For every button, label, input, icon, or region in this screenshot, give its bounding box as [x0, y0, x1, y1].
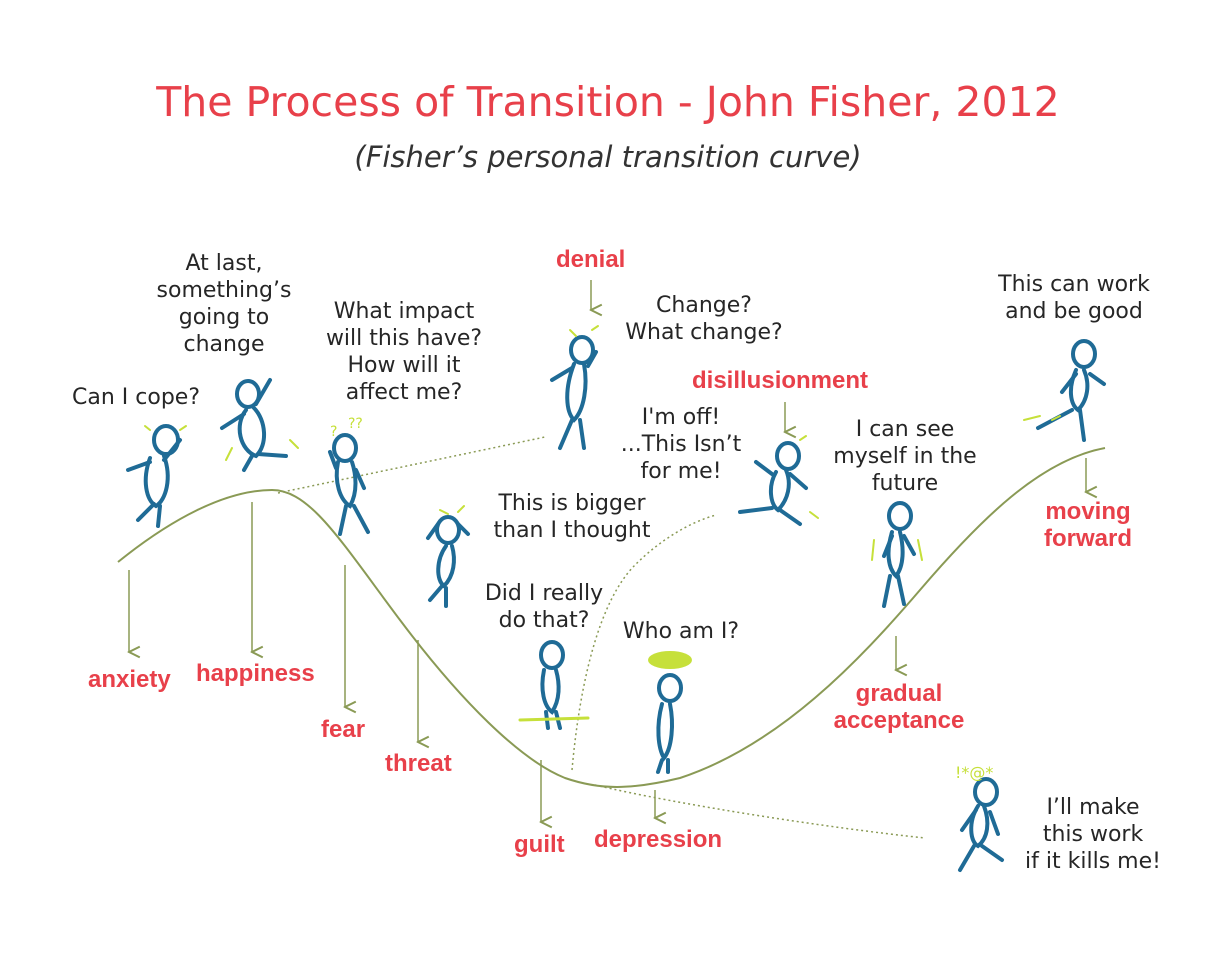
hostility-figure: !*@*	[955, 763, 1004, 872]
diagram-subtitle: (Fisher’s personal transition curve)	[354, 140, 862, 174]
quote-fear: What impact will this have? How will it …	[325, 299, 483, 405]
stage-label-disillusionment: disillusionment	[692, 367, 869, 394]
svg-text:?: ?	[330, 424, 337, 440]
stage-label-happiness: happiness	[196, 660, 315, 687]
quote-denial: Change? What change?	[625, 293, 783, 345]
svg-text:!*@*: !*@*	[955, 763, 993, 782]
disillusionment-dotted-branch	[571, 514, 717, 771]
stage-label-anxiety: anxiety	[88, 666, 171, 693]
gradual-acceptance-figure	[871, 501, 923, 608]
happiness-figure	[220, 378, 299, 472]
transition-curve	[117, 447, 1106, 788]
stage-label-guilt: guilt	[514, 831, 565, 858]
stage-label-depression: depression	[594, 826, 723, 853]
quote-gradual-acceptance: I can see myself in the future	[833, 417, 977, 496]
stage-label-moving-forward: moving forward	[1043, 498, 1132, 552]
moving-forward-figure	[1023, 339, 1106, 442]
quote-moving-forward: This can work and be good	[998, 272, 1150, 324]
diagram-title: The Process of Transition - John Fisher,…	[156, 78, 1060, 126]
quote-anxiety: Can I cope?	[72, 385, 200, 410]
stage-label-denial: denial	[556, 246, 626, 273]
threat-figure	[426, 505, 470, 608]
stage-label-gradual-acceptance: gradual acceptance	[833, 680, 965, 734]
denial-dotted-branch	[277, 436, 546, 494]
anxiety-figure	[126, 424, 187, 528]
disillusionment-figure	[738, 435, 819, 526]
depression-figure	[648, 651, 692, 774]
quote-hostility: I’ll make this work if it kills me!	[1025, 795, 1161, 874]
guilt-figure	[518, 640, 590, 730]
quote-disillusionment: I'm off! ...This Isn’t for me!	[620, 405, 742, 484]
svg-text:??: ??	[348, 416, 363, 432]
stage-label-fear: fear	[321, 716, 366, 743]
denial-figure	[550, 325, 599, 450]
stage-label-threat: threat	[385, 750, 452, 777]
fear-figure: ? ??	[328, 416, 370, 536]
quote-happiness: At last, something’s going to change	[156, 251, 292, 357]
quote-guilt: Did I really do that?	[484, 581, 604, 633]
quote-depression: Who am I?	[622, 619, 740, 644]
quote-threat: This is bigger than I thought	[493, 491, 651, 543]
